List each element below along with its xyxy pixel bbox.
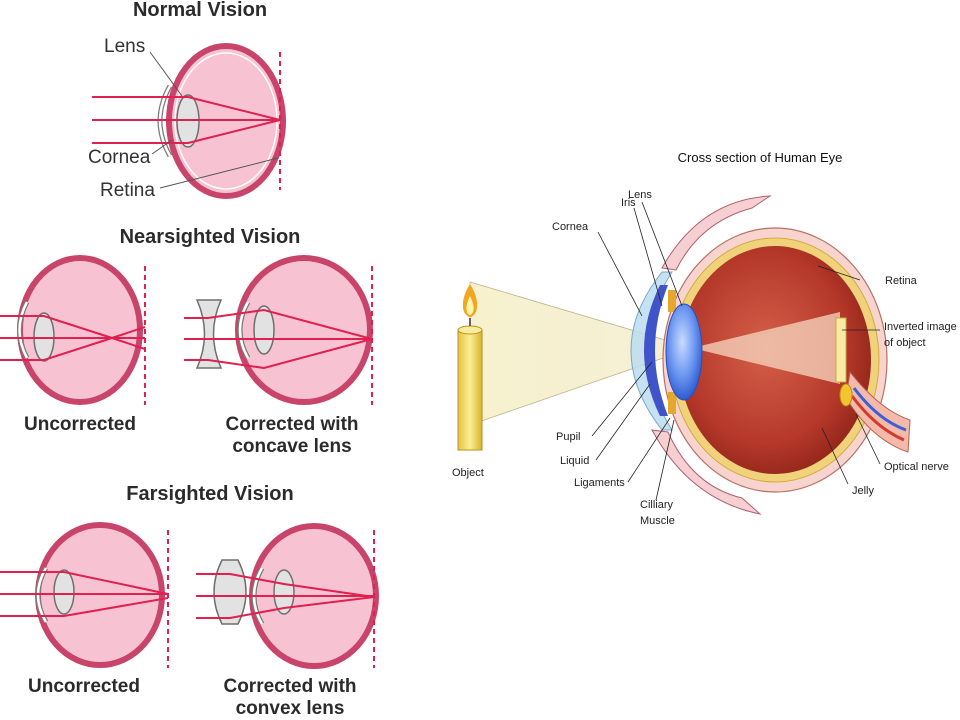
convex-caption-line1: Corrected with [223, 676, 356, 697]
corrected-farsighted-lens [273, 569, 295, 615]
nearsighted-uncorrected-caption: Uncorrected [24, 414, 136, 435]
inverted-image-label-line1: Inverted image [884, 321, 957, 333]
convex-lens [213, 559, 247, 625]
ciliary-lower [668, 392, 676, 414]
cross-section-diagram: Cross section of Human Eye [452, 150, 957, 527]
cross-section-leader-lines [591, 201, 881, 501]
farsighted-lens [53, 569, 75, 615]
nearsighted-corrected-eye: Corrected with concave lens [184, 255, 373, 457]
retina-label: Retina [100, 180, 155, 201]
lens-label: Lens [104, 36, 145, 57]
upper-eyelid [661, 195, 772, 271]
cornea-label: Cornea [88, 147, 151, 168]
normal-vision-title: Normal Vision [133, 0, 267, 21]
nearsighted-vision-title: Nearsighted Vision [120, 226, 301, 248]
corrected-nearsighted-light-rays [184, 308, 373, 370]
blind-spot [839, 383, 853, 407]
candle-object [457, 284, 483, 451]
ligaments-label: Ligaments [574, 477, 625, 489]
cornea-leader-line [151, 139, 173, 155]
object-label: Object [452, 467, 484, 479]
farsighted-uncorrected-caption: Uncorrected [28, 676, 140, 697]
inverted-image-label-line2: of object [884, 337, 926, 349]
farsighted-corrected-eye: Corrected with convex lens [196, 523, 379, 719]
retina-leader-line [159, 157, 279, 189]
ciliary-upper [668, 290, 676, 312]
normal-vision-diagram: Normal Vision Lens Cornea Retina [88, 0, 286, 201]
pupil-label: Pupil [556, 431, 580, 443]
cross-retina-label: Retina [885, 275, 918, 287]
inverted-image-cone [692, 312, 840, 384]
candle-body [457, 329, 483, 451]
crystalline-lens [665, 303, 703, 401]
liquid-label: Liquid [560, 455, 589, 467]
concave-caption-line2: concave lens [232, 436, 351, 457]
corrected-farsighted-light-rays [196, 573, 375, 619]
optic-nerve-red [850, 395, 905, 442]
jelly-label: Jelly [852, 485, 875, 497]
iris-label: Iris [621, 197, 636, 209]
farsighted-vision-title: Farsighted Vision [126, 483, 293, 505]
iris-shape [644, 285, 668, 416]
lower-eyelid [651, 429, 762, 515]
concave-lens [195, 299, 223, 369]
cross-section-title: Cross section of Human Eye [678, 150, 843, 165]
optical-nerve-label: Optical nerve [884, 461, 949, 473]
farsighted-uncorrected-eye: Uncorrected [0, 522, 169, 697]
nearsighted-vision-diagram: Nearsighted Vision Uncorrected [0, 226, 373, 457]
convex-caption-line2: convex lens [236, 698, 345, 719]
nearsighted-light-rays [0, 315, 146, 361]
cross-lens-label: Lens [628, 189, 652, 201]
optic-nerve-blue [852, 387, 907, 432]
corrected-nearsighted-lens [253, 305, 275, 355]
farsighted-light-rays [0, 571, 169, 617]
cilliary-label-line2: Muscle [640, 515, 675, 527]
normal-light-rays [92, 96, 281, 144]
cross-cornea-label: Cornea [552, 221, 589, 233]
nearsighted-uncorrected-eye: Uncorrected [0, 255, 146, 435]
lens-leader-line [149, 51, 183, 97]
concave-caption-line1: Corrected with [225, 414, 358, 435]
farsighted-vision-diagram: Farsighted Vision Uncorrected [0, 483, 379, 719]
inverted-image [835, 317, 847, 383]
cilliary-label-line1: Cilliary [640, 499, 674, 511]
